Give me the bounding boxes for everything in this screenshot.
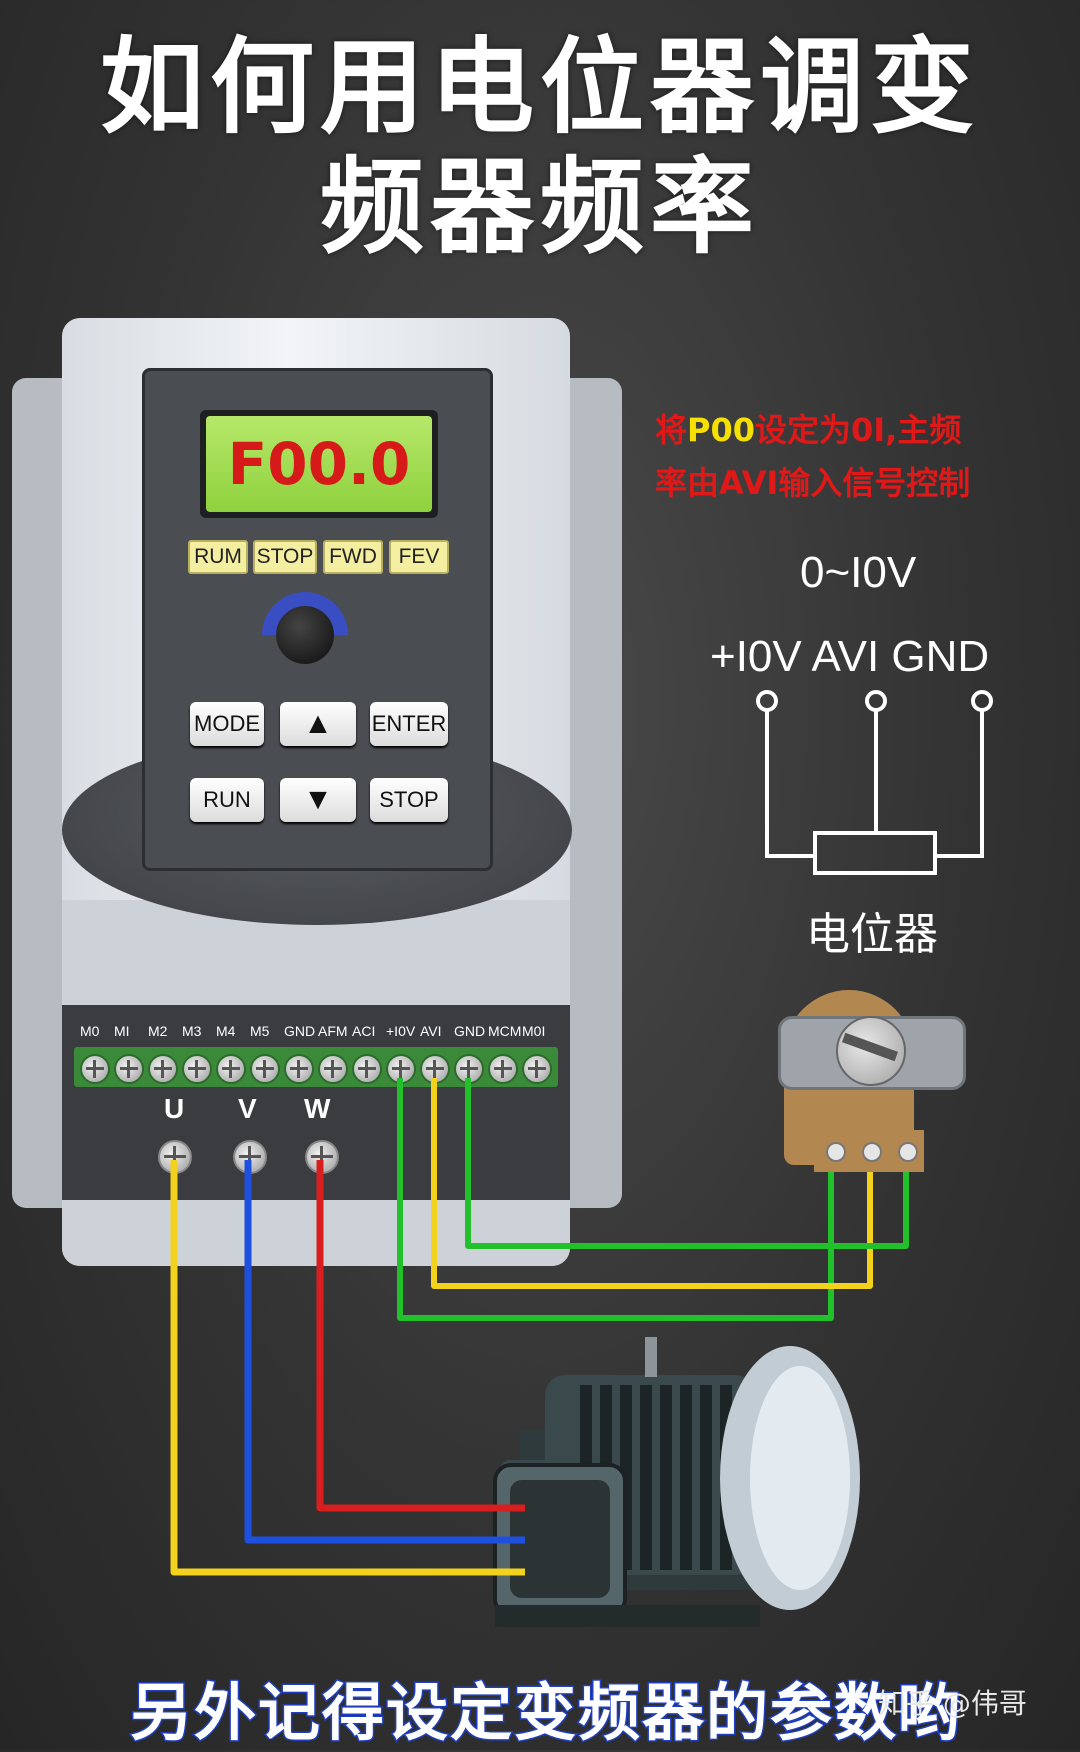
motor-end-cap: [720, 1346, 860, 1610]
motor-fin: [680, 1385, 692, 1570]
terminal-screw: [80, 1054, 110, 1084]
led-fwd: FWD: [323, 540, 383, 574]
motor-fin: [600, 1385, 612, 1570]
schematic-resistor: [813, 831, 937, 875]
motor-fins: [580, 1385, 752, 1570]
terminal-screw: [284, 1054, 314, 1084]
note-prefix: 将: [655, 411, 688, 449]
terminal-label: M2: [148, 1023, 168, 1039]
schematic-wire-right: [935, 710, 984, 858]
motor-fin: [700, 1385, 712, 1570]
potentiometer-pin-3: [898, 1142, 918, 1162]
motor-terminal-box: [493, 1463, 627, 1617]
motor-fin: [620, 1385, 632, 1570]
motor-lifting-eye: [645, 1337, 657, 1377]
terminal-label: MCM: [488, 1023, 522, 1039]
terminal-w-label: W: [304, 1093, 331, 1124]
terminal-label: M5: [250, 1023, 270, 1039]
terminal-screw: [454, 1054, 484, 1084]
down-arrow-button[interactable]: ▼: [280, 778, 356, 822]
watermark: 知乎 @伟哥: [878, 1687, 1027, 1720]
terminal-label: GND: [454, 1023, 486, 1039]
motor-fin: [640, 1385, 652, 1570]
potentiometer-label: 电位器: [806, 910, 938, 959]
terminal-screw: [522, 1054, 552, 1084]
motor-body: [545, 1375, 755, 1575]
terminal-screw: [352, 1054, 382, 1084]
lcd-display: F00.0: [206, 416, 432, 512]
terminal-label: +I0V: [386, 1023, 416, 1039]
motor-fin: [660, 1385, 672, 1570]
terminal-strip: [74, 1047, 558, 1087]
title-line-2: 频器频率: [319, 146, 760, 268]
motor: [493, 1337, 860, 1627]
voltage-range-label: 0~I0V: [800, 548, 917, 597]
terminal-screw: [318, 1054, 348, 1084]
note-param: P00: [687, 411, 755, 449]
terminal-screw: [420, 1054, 450, 1084]
setting-note-line-1: 将P00设定为0I,主频: [655, 405, 961, 451]
motor-end-cap-inner: [750, 1366, 850, 1590]
motor-terminal-box-inner: [510, 1480, 610, 1598]
terminal-screw: [386, 1054, 416, 1084]
terminal-label: AFM: [318, 1023, 348, 1039]
terminal-label: M0: [80, 1023, 100, 1039]
terminal-v-label: V: [238, 1093, 257, 1124]
terminal-screw: [488, 1054, 518, 1084]
up-arrow-button[interactable]: ▲: [280, 702, 356, 746]
pin-labels: +I0V AVI GND: [710, 632, 990, 681]
terminal-screw: [216, 1054, 246, 1084]
terminal-label: M3: [182, 1023, 202, 1039]
schematic-wire-left: [765, 710, 815, 858]
terminal-label: GND: [284, 1023, 316, 1039]
terminal-v-screw: [233, 1140, 267, 1174]
setting-note-line-2: 率由AVI输入信号控制: [655, 464, 971, 502]
motor-feet: [495, 1605, 760, 1627]
frequency-knob[interactable]: [276, 606, 334, 664]
motor-fin: [580, 1385, 592, 1570]
motor-fin: [720, 1385, 732, 1570]
terminal-screw: [114, 1054, 144, 1084]
title-line-1: 如何用电位器调变: [99, 26, 980, 148]
schematic-pin-avi: [865, 690, 887, 712]
terminal-w-screw: [305, 1140, 339, 1174]
note-suffix: 设定为0I,主频: [755, 411, 962, 449]
led-rum: RUM: [188, 540, 248, 574]
terminal-screw: [182, 1054, 212, 1084]
terminal-label: MI: [114, 1023, 130, 1039]
schematic-pin-10v: [756, 690, 778, 712]
stop-button[interactable]: STOP: [370, 778, 448, 822]
run-button[interactable]: RUN: [190, 778, 264, 822]
bottom-reminder: 另外记得设定变频器的参数哟: [128, 1675, 963, 1751]
terminal-screw: [250, 1054, 280, 1084]
terminal-label: ACI: [352, 1023, 376, 1039]
led-stop: STOP: [253, 540, 317, 574]
motor-base: [520, 1430, 765, 1590]
schematic-pin-gnd: [971, 690, 993, 712]
potentiometer-pin-2: [862, 1142, 882, 1162]
terminal-u-screw: [158, 1140, 192, 1174]
terminal-label: M4: [216, 1023, 236, 1039]
terminal-label: M0I: [522, 1023, 546, 1039]
enter-button[interactable]: ENTER: [370, 702, 448, 746]
terminal-u-label: U: [164, 1093, 185, 1124]
motor-fin: [740, 1385, 752, 1570]
led-fev: FEV: [389, 540, 449, 574]
terminal-label: AVI: [420, 1023, 442, 1039]
potentiometer-pin-1: [826, 1142, 846, 1162]
motor-front: [500, 1460, 570, 1508]
terminal-screw: [148, 1054, 178, 1084]
mode-button[interactable]: MODE: [190, 702, 264, 746]
potentiometer-schematic: [756, 690, 993, 875]
